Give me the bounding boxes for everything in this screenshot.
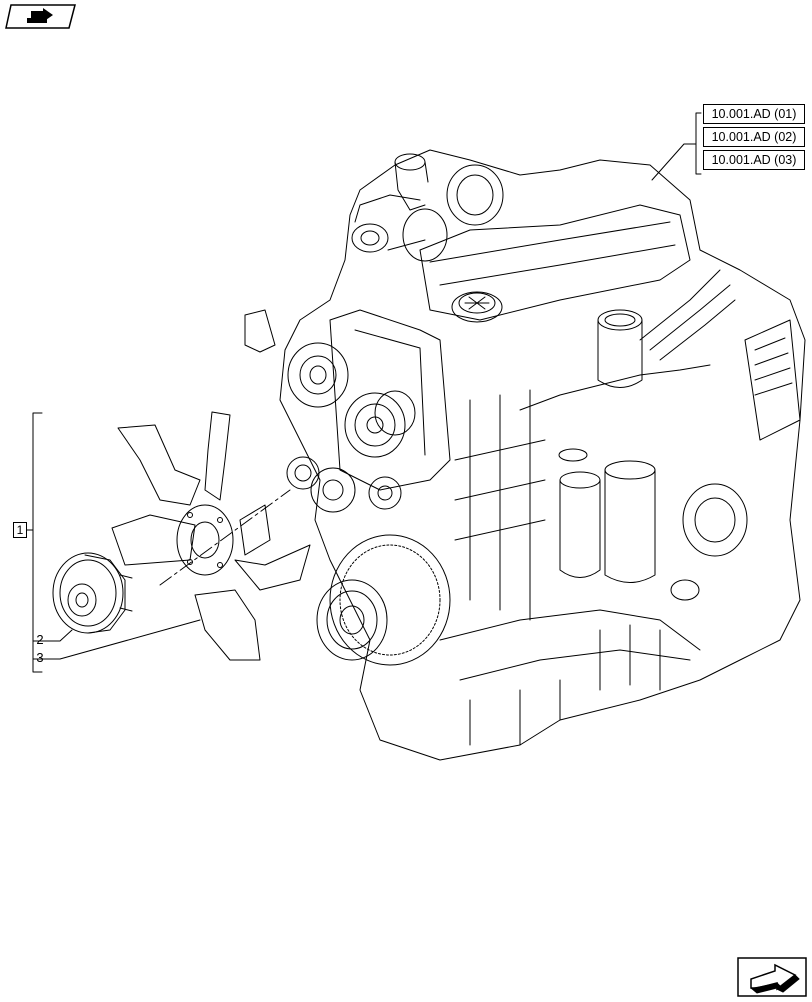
callout-2: 2: [36, 632, 44, 647]
ref-link-01[interactable]: 10.001.AD (01): [703, 104, 805, 124]
assembly-item-number: 1: [13, 522, 27, 538]
callout-3: 3: [36, 650, 44, 665]
fan-coupling: [52, 552, 133, 634]
ref-link-02[interactable]: 10.001.AD (02): [703, 127, 805, 147]
next-page-arrow-icon: [737, 957, 807, 997]
back-nav-button[interactable]: [5, 4, 77, 30]
cooling-fan: [111, 411, 311, 661]
engine-block: [159, 149, 806, 761]
book-arrow-icon: [5, 4, 76, 29]
ref-link-03[interactable]: 10.001.AD (03): [703, 150, 805, 170]
next-page-button[interactable]: [737, 957, 807, 997]
